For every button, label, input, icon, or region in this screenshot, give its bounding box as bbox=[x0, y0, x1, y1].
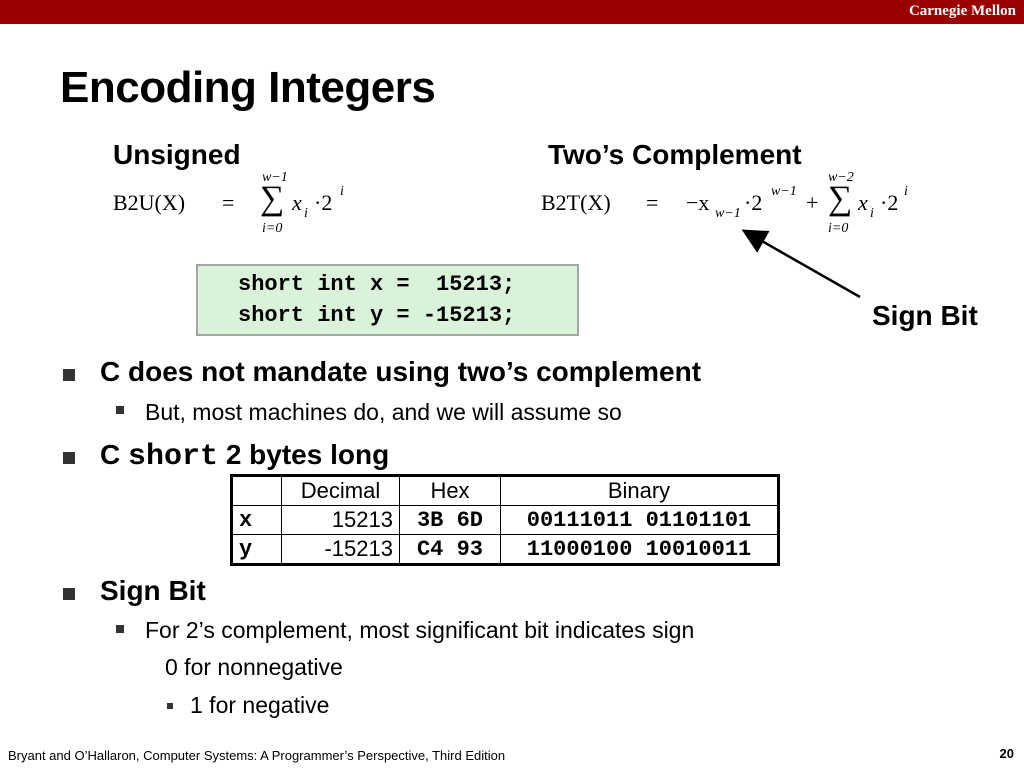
b2t-sum-lower: i=0 bbox=[828, 221, 849, 236]
bullet-square-icon bbox=[63, 452, 75, 464]
table-header-row: Decimal Hex Binary bbox=[231, 475, 779, 506]
sigma-icon: ∑ bbox=[828, 180, 853, 217]
table-header-cell: Hex bbox=[399, 475, 501, 506]
b2u-term: x bbox=[292, 190, 302, 215]
sub-bullet-nonnegative: 0 for nonnegative bbox=[165, 654, 343, 680]
b2t-equals: = bbox=[646, 190, 659, 215]
table-cell: 11000100 10010011 bbox=[500, 534, 779, 565]
short-keyword: short bbox=[128, 440, 219, 474]
table-cell: x bbox=[231, 505, 282, 535]
slide-title: Encoding Integers bbox=[60, 63, 436, 112]
sub-bullet-square-icon bbox=[116, 625, 124, 633]
b2t-plus: + bbox=[806, 190, 819, 215]
b2u-equals: = bbox=[222, 190, 235, 215]
bullet-sign-bit: Sign Bit bbox=[100, 575, 206, 606]
b2u-exp: i bbox=[340, 184, 344, 199]
code-line-1: short int x = 15213; bbox=[238, 272, 516, 297]
sub-bullet-assume: But, most machines do, and we will assum… bbox=[145, 399, 622, 425]
code-line-2: short int y = -15213; bbox=[238, 303, 516, 328]
sub-bullet-square-icon bbox=[116, 406, 124, 414]
footer-citation: Bryant and O’Hallaron, Computer Systems:… bbox=[8, 748, 506, 763]
table-cell: 15213 bbox=[281, 505, 400, 535]
b2t-exp: i bbox=[904, 184, 908, 199]
table-cell: 3B 6D bbox=[399, 505, 501, 535]
header-bar: Carnegie Mellon bbox=[0, 0, 1024, 24]
sub-bullet-negative: 1 for negative bbox=[190, 692, 330, 718]
b2t-term: x bbox=[858, 190, 868, 215]
b2t-term-sub: i bbox=[870, 206, 874, 221]
b2t-dot-two-2: ·2 bbox=[880, 190, 899, 215]
b2u-term-sub: i bbox=[304, 206, 308, 221]
twos-heading: Two’s Complement bbox=[548, 139, 802, 170]
table-row: y -15213 C4 93 11000100 10010011 bbox=[231, 534, 779, 565]
b2u-lhs: B2U(X) bbox=[113, 190, 186, 215]
b2t-neg-sub: w−1 bbox=[715, 206, 741, 221]
sign-bit-label: Sign Bit bbox=[872, 300, 978, 331]
b2u-sum-lower: i=0 bbox=[262, 221, 283, 236]
b2t-sum-upper: w−2 bbox=[828, 170, 854, 185]
unsigned-heading: Unsigned bbox=[113, 139, 241, 170]
table-header-cell bbox=[231, 475, 282, 506]
b2t-neg-exp: w−1 bbox=[771, 184, 797, 199]
table-cell: C4 93 bbox=[399, 534, 501, 565]
bullet-square-icon bbox=[63, 369, 75, 381]
table-cell: 00111011 01101101 bbox=[500, 505, 779, 535]
bullet-short-size: C short 2 bytes long bbox=[100, 439, 390, 474]
b2u-sum-upper: w−1 bbox=[262, 170, 288, 185]
b2t-dot-two: ·2 bbox=[744, 190, 763, 215]
table-header-cell: Decimal bbox=[281, 475, 400, 506]
b2u-dot-two: ·2 bbox=[314, 190, 333, 215]
encoding-table: Decimal Hex Binary x 15213 3B 6D 0011101… bbox=[230, 474, 780, 566]
table-row: x 15213 3B 6D 00111011 01101101 bbox=[231, 505, 779, 535]
brand-label: Carnegie Mellon bbox=[908, 3, 1016, 19]
b2t-neg-term: −x bbox=[686, 190, 710, 215]
sub-bullet-square-icon bbox=[167, 703, 173, 709]
code-box: short int x = 15213; short int y = -1521… bbox=[196, 264, 579, 336]
sigma-icon: ∑ bbox=[260, 180, 285, 217]
bullet-square-icon bbox=[63, 588, 75, 600]
table-header-cell: Binary bbox=[500, 475, 779, 506]
sub-bullet-msb: For 2’s complement, most significant bit… bbox=[145, 617, 695, 643]
table-cell: y bbox=[231, 534, 282, 565]
bullet-two-complement: C does not mandate using two’s complemen… bbox=[100, 356, 702, 387]
table-cell: -15213 bbox=[281, 534, 400, 565]
page-number: 20 bbox=[999, 746, 1014, 761]
b2t-lhs: B2T(X) bbox=[541, 190, 611, 215]
